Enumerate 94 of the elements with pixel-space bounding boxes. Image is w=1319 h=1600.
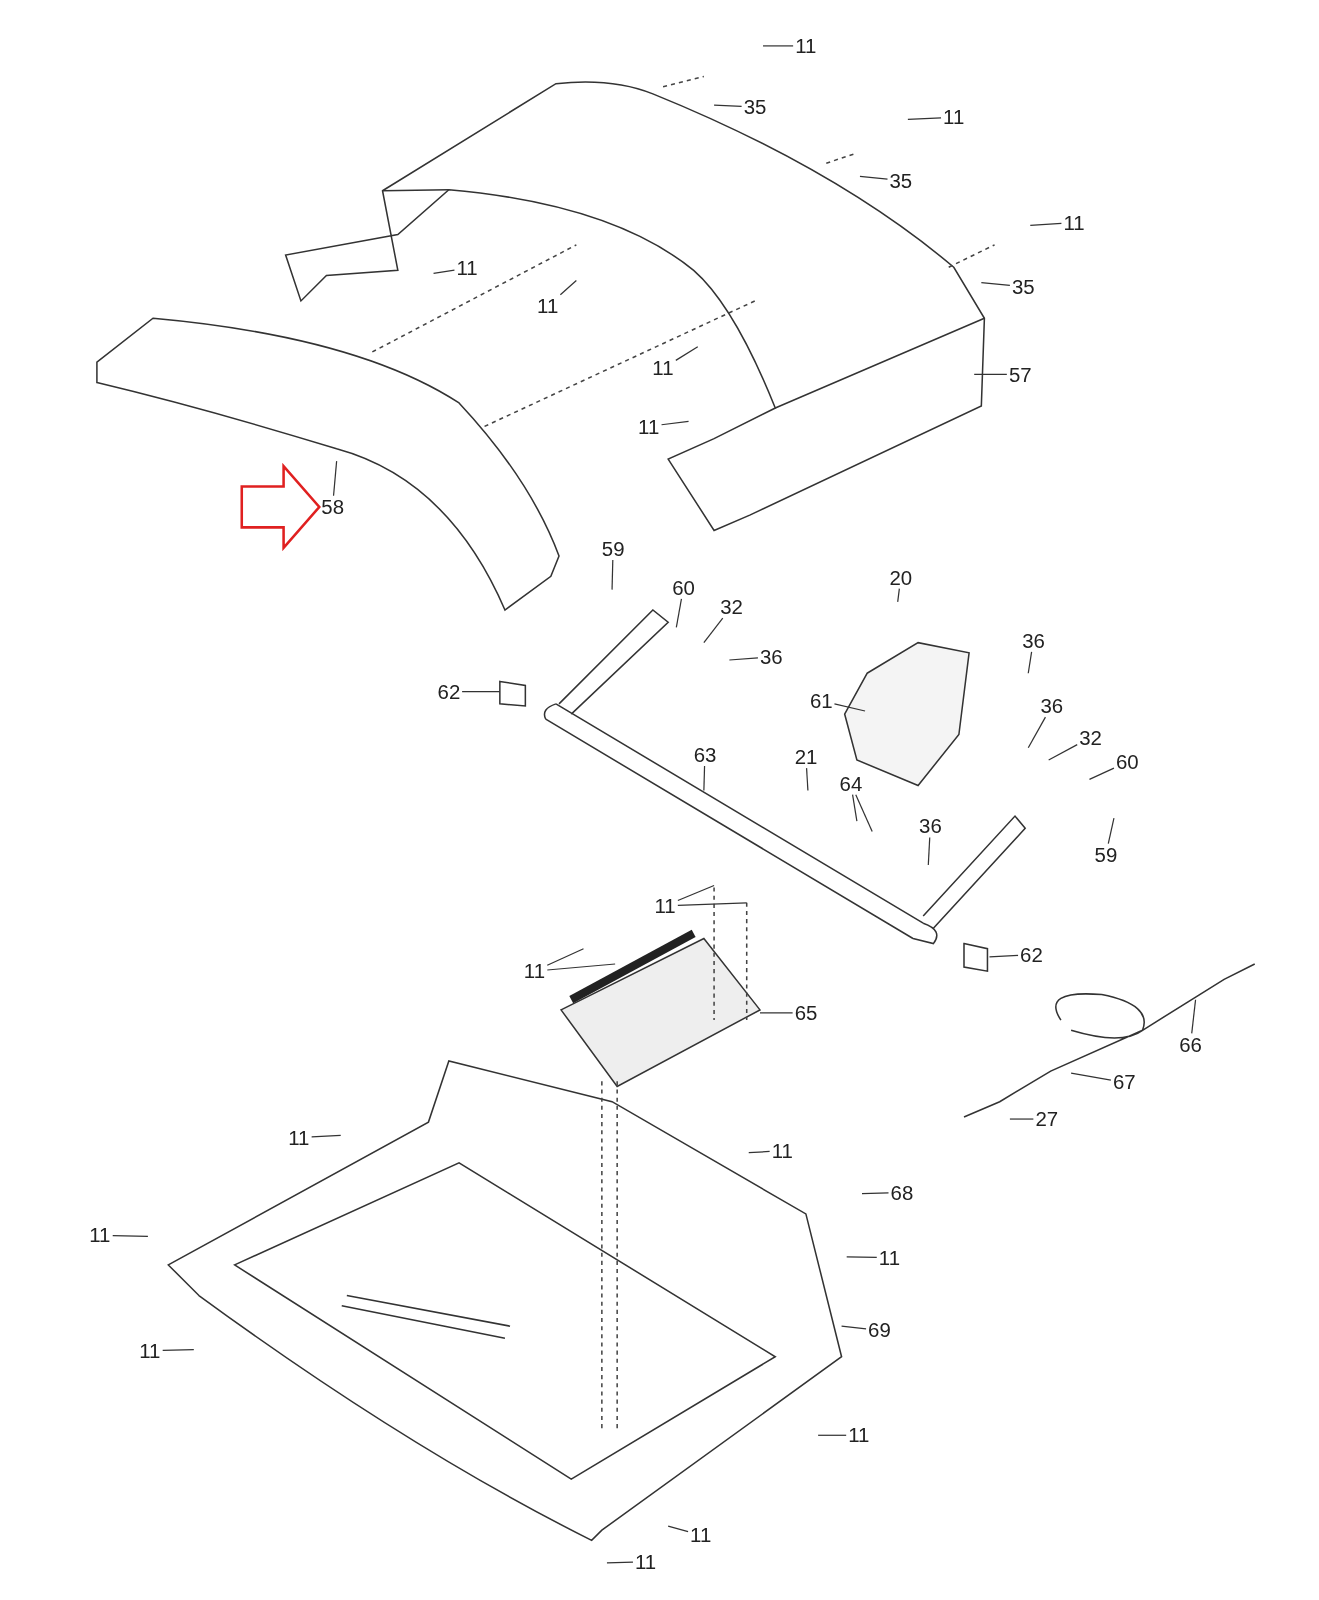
leader-line: [559, 279, 577, 296]
callout-number: 68: [890, 1182, 914, 1203]
callout-number: 69: [868, 1320, 891, 1341]
callout-number: 36: [1040, 695, 1064, 717]
leader-line: [861, 1192, 890, 1195]
leader-line: [1191, 999, 1197, 1034]
callout-number: 60: [1116, 751, 1139, 773]
leader-line: [1027, 651, 1033, 674]
callout-number: 11: [1063, 212, 1085, 233]
leader-line: [897, 588, 900, 603]
leader-line: [1088, 767, 1115, 780]
leader-line: [611, 559, 614, 591]
callout-number: 36: [759, 646, 783, 668]
leader-line: [846, 1256, 878, 1259]
callout-number: 58: [321, 496, 345, 518]
callout-number: 35: [889, 170, 913, 191]
leader-line: [667, 1525, 689, 1533]
callout-number: 11: [537, 295, 559, 317]
leader-line: [1070, 1072, 1112, 1081]
callout-number: 11: [878, 1247, 900, 1268]
callout-number: 11: [523, 960, 545, 982]
leader-line: [677, 884, 715, 902]
leader-line: [855, 794, 873, 832]
leader-line: [748, 1150, 771, 1154]
leader-line: [311, 1134, 342, 1138]
leader-line: [973, 373, 1008, 375]
leader-line: [728, 657, 759, 661]
leader-line: [332, 460, 338, 497]
leader-line: [907, 117, 942, 120]
leader-line: [1009, 1118, 1034, 1120]
callout-number: 67: [1112, 1072, 1136, 1093]
callout-number: 11: [652, 358, 674, 379]
leader-line: [546, 948, 585, 966]
callout-number: 60: [672, 577, 695, 598]
leader-line: [817, 1434, 847, 1436]
callout-number: 65: [794, 1002, 818, 1024]
callout-number: 11: [690, 1525, 712, 1546]
leader-line: [112, 1235, 149, 1237]
callout-number: 11: [848, 1425, 870, 1446]
callout-number: 62: [437, 681, 461, 702]
callout-number: 11: [89, 1225, 111, 1246]
callout-number: 62: [1020, 944, 1043, 965]
leader-line: [1029, 222, 1062, 227]
callout-number: 11: [139, 1340, 161, 1361]
leader-line: [677, 902, 748, 906]
callout-number: 11: [456, 258, 478, 279]
leader-line: [606, 1561, 634, 1564]
callout-number: 32: [1079, 727, 1102, 748]
callout-number: 11: [635, 1551, 657, 1572]
leader-line: [980, 281, 1011, 286]
leader-line: [859, 175, 889, 180]
callout-number: 11: [795, 35, 817, 57]
callout-number: 59: [1094, 844, 1118, 866]
leader-line: [927, 836, 931, 866]
leader-line: [546, 963, 616, 971]
callout-number: 64: [839, 773, 863, 794]
leader-line: [660, 420, 690, 426]
callout-number: 35: [743, 96, 767, 118]
callout-number: 57: [1008, 364, 1032, 385]
leader-line: [833, 703, 866, 712]
callout-number: 21: [794, 746, 818, 768]
callout-number: 61: [809, 690, 833, 711]
leader-line: [713, 104, 743, 108]
highlight-arrow: [240, 462, 321, 552]
leader-line: [1048, 744, 1078, 761]
callout-number: 11: [638, 416, 660, 437]
callout-number: 32: [720, 596, 743, 618]
callout-number: 11: [771, 1140, 793, 1161]
leader-line: [461, 691, 501, 693]
callout-number: 36: [919, 816, 942, 837]
leader-line: [1107, 817, 1115, 845]
leader-line: [851, 794, 858, 822]
callout-number: 66: [1179, 1034, 1202, 1055]
leader-line: [805, 767, 809, 792]
callout-number: 11: [654, 895, 676, 917]
callout-number: 35: [1011, 276, 1035, 297]
leader-line: [675, 346, 699, 361]
callout-number: 27: [1035, 1108, 1059, 1130]
callout-number: 59: [601, 538, 625, 559]
leader-line: [762, 45, 794, 47]
leader-line: [432, 269, 456, 274]
leader-line: [703, 617, 724, 644]
leader-line: [703, 765, 706, 792]
callout-number: 11: [288, 1127, 310, 1148]
callout-number: 11: [943, 107, 965, 128]
leader-line: [759, 1012, 794, 1014]
callout-number: 20: [889, 567, 913, 588]
callout-number: 63: [693, 744, 717, 766]
leader-line: [840, 1325, 867, 1330]
leader-line: [988, 954, 1019, 958]
leader-line: [162, 1349, 195, 1351]
leader-line: [1027, 716, 1047, 749]
callout-number: 36: [1022, 630, 1045, 651]
leader-line: [675, 598, 683, 628]
